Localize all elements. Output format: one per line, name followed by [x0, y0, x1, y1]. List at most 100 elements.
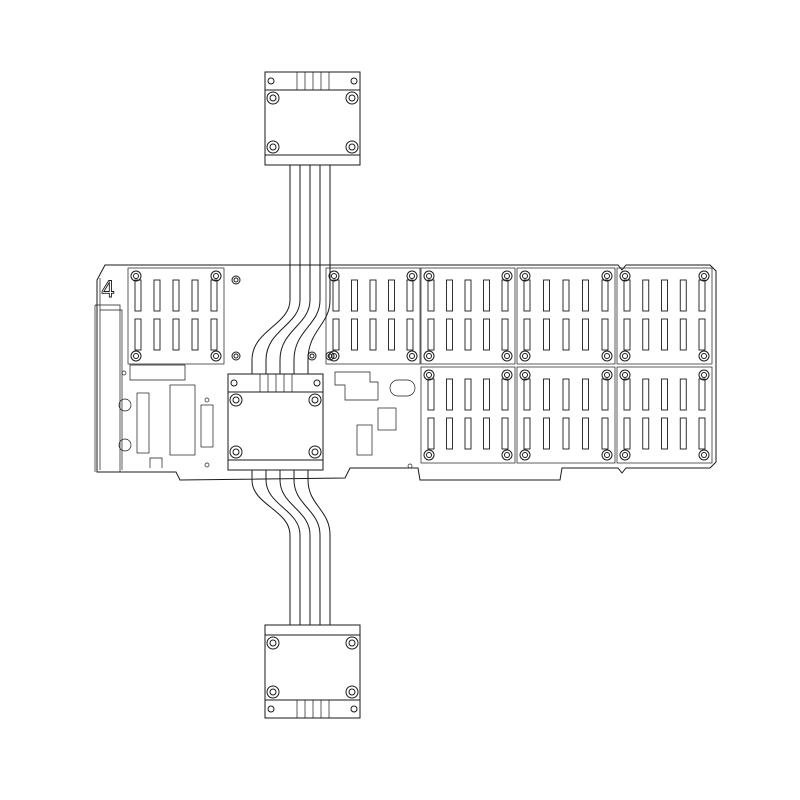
dimm-slot-icon: [388, 279, 395, 312]
board-inner-edge: [99, 278, 123, 470]
board-left-bracket: [94, 304, 121, 472]
dimm-slot-icon: [642, 318, 650, 351]
dimm-slot-icon: [661, 417, 668, 450]
dimm-slot-icon: [427, 417, 435, 450]
dimm-slot-icon: [134, 318, 142, 351]
mount-hole-5: [407, 463, 413, 469]
screw-icon: [698, 270, 710, 282]
screw-icon: [130, 350, 142, 362]
dimm-slot-icon: [543, 318, 550, 351]
heat-pipe-top: [251, 165, 291, 390]
component-block-1: [334, 371, 379, 401]
dimm-slot-icon: [582, 318, 589, 351]
dimm-group-mid-top: [325, 267, 421, 365]
component-header: [129, 364, 186, 381]
heat-pipe-top: [307, 165, 331, 390]
dimm-group-c1-bottom: [420, 366, 516, 464]
dimm-slot-icon: [191, 279, 199, 312]
heatsink-top: [264, 71, 361, 166]
dimm-slot-icon: [483, 279, 490, 312]
screw-icon: [501, 449, 513, 461]
dimm-slot-icon: [661, 279, 668, 312]
mount-hole-1: [121, 370, 127, 376]
dimm-group-c1-top: [420, 267, 516, 365]
screw-icon: [231, 275, 241, 285]
dimm-slot-icon: [351, 318, 358, 351]
screw-icon: [210, 350, 222, 362]
dimm-slot-icon: [464, 378, 472, 411]
screw-icon: [601, 449, 613, 461]
dimm-slot-icon: [427, 318, 435, 351]
dimm-slot-icon: [446, 417, 453, 450]
component-notch: [149, 457, 163, 468]
dimm-slot-icon: [406, 318, 414, 351]
screw-icon: [698, 369, 710, 381]
dimm-slot-icon: [172, 318, 180, 351]
dimm-slot-icon: [153, 279, 161, 312]
screw-icon: [307, 351, 317, 361]
dimm-slot-icon: [582, 417, 589, 450]
screw-icon: [229, 445, 243, 459]
screw-icon: [266, 140, 280, 154]
heat-pipe-top: [265, 165, 301, 390]
screw-icon: [601, 350, 613, 362]
screw-icon: [210, 270, 222, 282]
screw-icon: [406, 350, 418, 362]
heat-pipe-bottom: [265, 460, 301, 625]
dimm-slot-icon: [523, 417, 531, 450]
heat-pipe-bottom: [307, 460, 331, 625]
screw-icon: [308, 445, 322, 459]
heat-pipe-bottom: [279, 460, 311, 625]
dimm-slot-icon: [172, 279, 180, 312]
screw-icon: [266, 685, 280, 699]
component-round-2: [118, 438, 132, 452]
dimm-slot-icon: [601, 417, 609, 450]
dimm-slot-icon: [523, 318, 531, 351]
dimm-slot-icon: [523, 279, 531, 312]
screw-icon: [423, 369, 435, 381]
heatsink-icon: [264, 634, 361, 701]
dimm-slot-icon: [601, 318, 609, 351]
dimm-slot-icon: [679, 318, 687, 351]
component-oval: [389, 379, 416, 397]
dimm-slot-icon: [406, 279, 414, 312]
dimm-slot-icon: [464, 279, 472, 312]
dimm-slot-icon: [427, 378, 435, 411]
dimm-group-c3-top: [616, 267, 713, 365]
screw-icon: [698, 449, 710, 461]
dimm-slot-icon: [582, 279, 589, 312]
dimm-slot-icon: [679, 279, 687, 312]
dimm-slot-icon: [153, 318, 161, 351]
component-chip-1: [169, 384, 196, 456]
dimm-group-c2-bottom: [516, 366, 616, 464]
screw-icon: [519, 270, 531, 282]
dimm-slot-icon: [501, 417, 509, 450]
component-round-1: [118, 398, 132, 412]
heatsink-center: [227, 373, 324, 471]
screw-icon: [519, 449, 531, 461]
screw-icon: [266, 91, 280, 105]
dimm-slot-icon: [388, 318, 395, 351]
screw-icon: [229, 393, 243, 407]
dimm-slot-icon: [446, 318, 453, 351]
dimm-slot-icon: [623, 279, 631, 312]
heat-pipe-top: [279, 165, 311, 390]
dimm-slot-icon: [501, 378, 509, 411]
dimm-slot-icon: [191, 318, 199, 351]
screw-icon: [231, 351, 241, 361]
screw-icon: [601, 270, 613, 282]
dimm-slot-icon: [210, 279, 218, 312]
dimm-slot-icon: [210, 318, 218, 351]
component-block-3: [356, 424, 373, 456]
screw-icon: [345, 636, 359, 650]
dimm-slot-icon: [351, 279, 358, 312]
dimm-group-left: [127, 267, 225, 365]
dimm-slot-icon: [642, 417, 650, 450]
dimm-slot-icon: [623, 318, 631, 351]
screw-icon: [423, 449, 435, 461]
dimm-slot-icon: [369, 318, 377, 351]
screw-icon: [619, 449, 631, 461]
dimm-slot-icon: [562, 279, 570, 312]
dimm-slot-groups: [127, 267, 713, 464]
